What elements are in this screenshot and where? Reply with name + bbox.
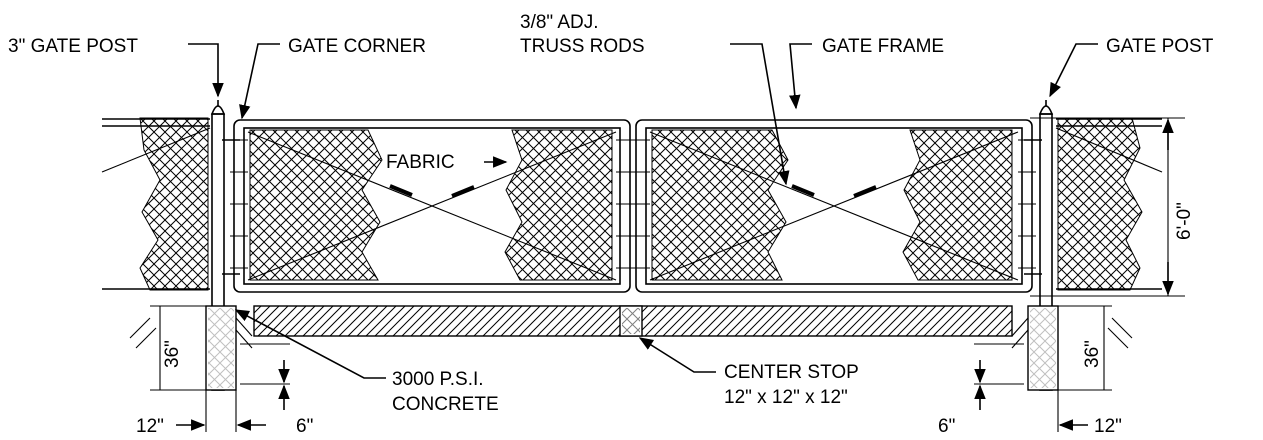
gate-frame-left: [230, 119, 634, 293]
concrete-footing-left: [129, 305, 253, 391]
label-center-stop-line2: 12" x 12" x 12": [724, 387, 848, 408]
label-gate-post-right: GATE POST: [1106, 36, 1214, 57]
label-concrete-line1: 3000 P.S.I.: [392, 369, 484, 390]
gate-frame-right: [632, 119, 1036, 293]
concrete-footing-right: [1011, 305, 1133, 391]
label-gate-corner: GATE CORNER: [288, 36, 426, 57]
label-center-stop-line1: CENTER STOP: [724, 362, 859, 383]
dim-height-6ft: 6'-0": [1174, 202, 1195, 240]
leader-lines: [188, 43, 1098, 379]
label-fabric: FABRIC: [386, 152, 455, 173]
label-gate-frame: GATE FRAME: [822, 36, 944, 57]
dim-footing-width-right: 12": [1094, 416, 1122, 437]
label-truss-rods-line1: 3/8" ADJ.: [520, 12, 599, 33]
adjacent-fence-rails: [101, 118, 1163, 290]
label-concrete-line2: CONCRETE: [392, 394, 499, 415]
dim-footing-depth-left: 36": [162, 340, 183, 368]
dim-footing-width-left: 12": [136, 416, 164, 437]
dim-clearance-left: 6": [296, 416, 313, 437]
label-truss-rods-line2: TRUSS RODS: [520, 36, 645, 57]
dim-clearance-right: 6": [938, 416, 955, 437]
label-3in-gate-post: 3" GATE POST: [8, 36, 138, 57]
dim-footing-depth-right: 36": [1082, 340, 1103, 368]
dimension-lines: [150, 117, 1185, 432]
ground-strip: [253, 305, 1013, 337]
